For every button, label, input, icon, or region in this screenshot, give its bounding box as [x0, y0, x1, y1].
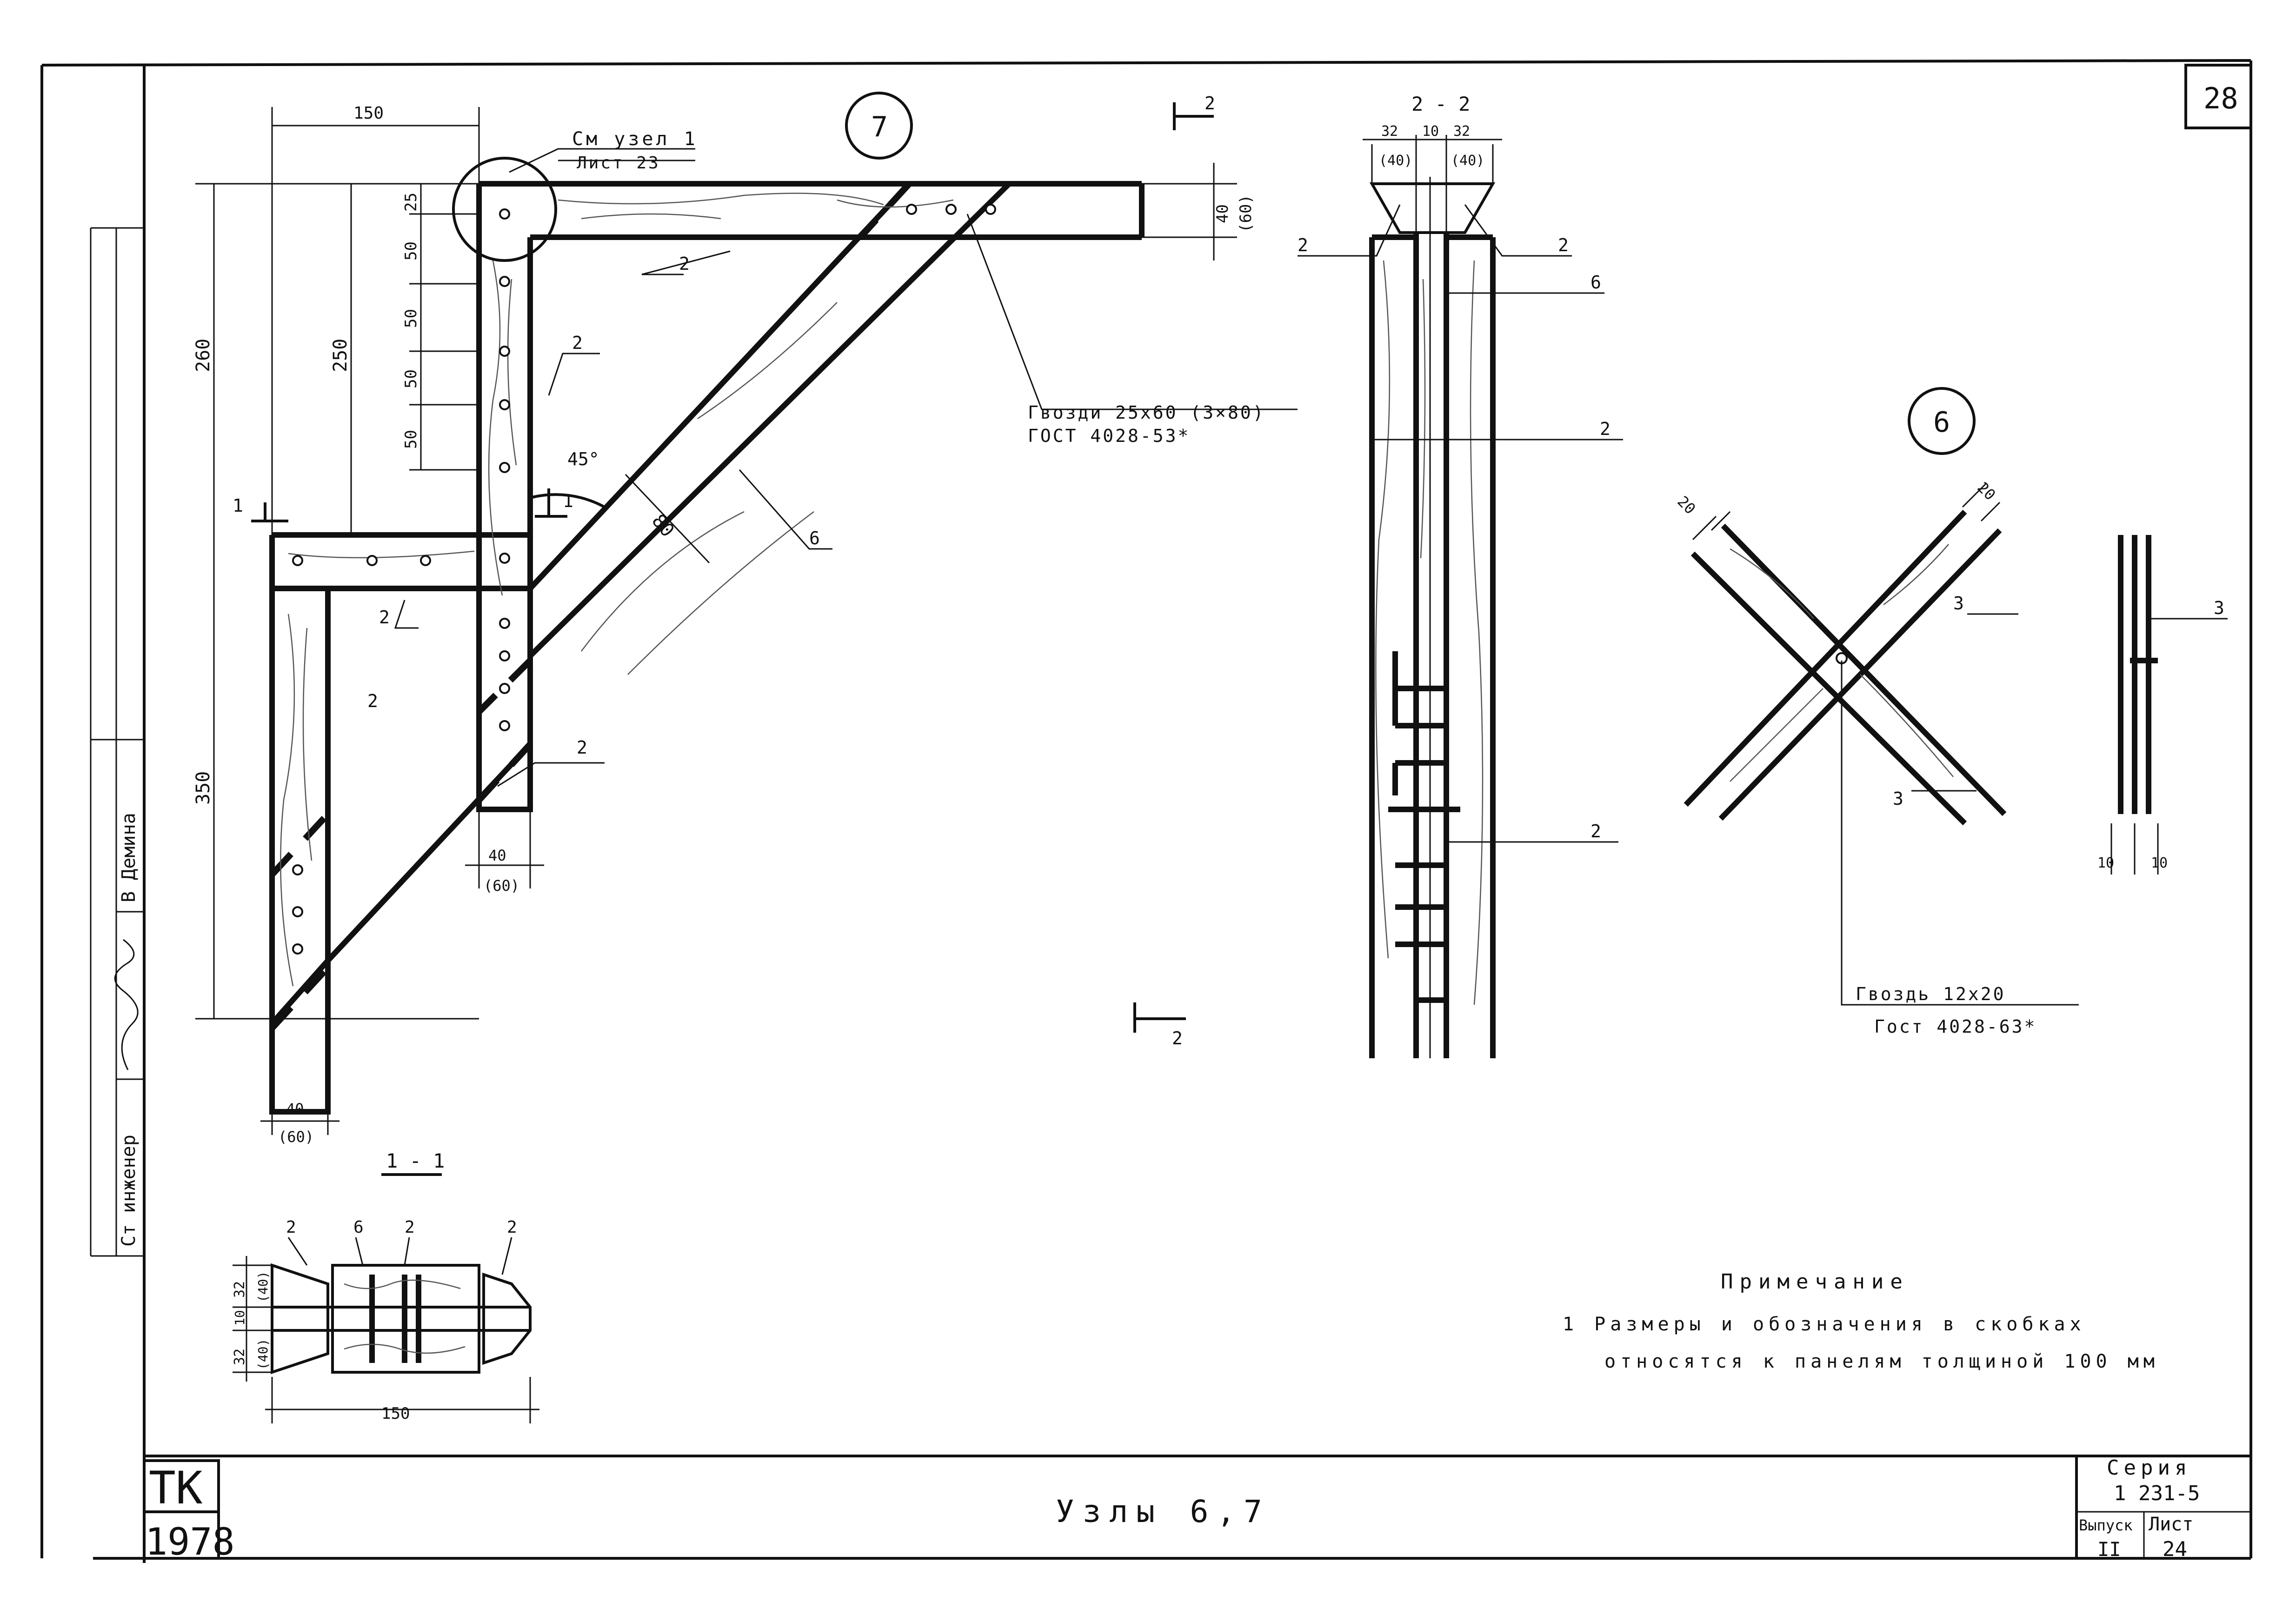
part-label-6: 6 [809, 528, 820, 548]
node-7-label: 7 [871, 111, 888, 143]
dim-260: 260 [193, 339, 214, 372]
cut-1-right: 1 [563, 491, 573, 511]
s22-p2-left: 2 [1298, 235, 1308, 255]
node-7-ref-line2: Лист 23 [577, 154, 660, 173]
s22-p2-right: 2 [1558, 235, 1569, 255]
s11-d150: 150 [381, 1404, 410, 1423]
node-6-p3a: 3 [1953, 593, 1964, 614]
issue-label: Выпуск [2079, 1516, 2133, 1534]
node-7-nails-line1: Гвозди 25х60 (3×80) [1028, 402, 1265, 423]
section-1-1-drawing [233, 1173, 539, 1423]
s22-d40a: (40) [1379, 153, 1412, 169]
stamp-year: 1978 [145, 1520, 235, 1563]
node-6-d20a: 20 [1674, 493, 1699, 518]
series-value: 1 231-5 [2114, 1482, 2200, 1505]
s22-d40b: (40) [1451, 153, 1484, 169]
s22-p6: 6 [1591, 272, 1601, 293]
note-title: Примечание [1721, 1270, 1909, 1294]
issue-value: II [2097, 1538, 2121, 1561]
nail-holes [292, 204, 996, 955]
note-line2: относятся к панелям толщиной 100 мм [1604, 1351, 2159, 1372]
section-1-1-title: 1 - 1 [386, 1149, 445, 1172]
part-label-2a: 2 [679, 254, 690, 274]
part-label-2b: 2 [572, 333, 583, 353]
node-6-nail-line2: Гост 4028-63* [1874, 1016, 2036, 1037]
dim-50d: 50 [402, 430, 420, 449]
side-name: В Демина [118, 813, 140, 902]
node-7-badge [845, 92, 913, 160]
node-7-drawing [195, 92, 1298, 1135]
node-6-d10a: 10 [2097, 855, 2114, 871]
s11-d32a: 32 [232, 1281, 248, 1298]
series-label: Серия [2107, 1456, 2191, 1480]
cut-2-top: 2 [1205, 93, 1215, 114]
node-7-angle: 45° [567, 449, 599, 469]
sheet-label: Лист [2149, 1514, 2193, 1535]
dim-40-post: 40 [286, 1100, 304, 1118]
dim-60-post: (60) [278, 1128, 314, 1146]
node-6-label: 6 [1933, 406, 1950, 439]
s11-p2b: 2 [405, 1218, 415, 1237]
node-6-p3b: 3 [1893, 788, 1903, 809]
section-2-2-drawing [1298, 135, 1623, 1058]
stamp-org: ТК [149, 1462, 203, 1514]
s11-d32b: 32 [232, 1349, 248, 1365]
node-7-nails-line2: ГОСТ 4028-53* [1028, 426, 1190, 446]
s11-p6: 6 [353, 1218, 364, 1237]
dim-150-top: 150 [353, 104, 384, 123]
dim-50a: 50 [402, 241, 420, 260]
dim-60-col: (60) [484, 877, 519, 895]
node-6-p3c: 3 [2214, 598, 2224, 618]
node-6-d10b: 10 [2151, 855, 2168, 871]
dim-25: 25 [402, 193, 420, 212]
part-label-2d: 2 [367, 691, 378, 711]
dim-40-col: 40 [488, 847, 506, 864]
section-2-2-title: 2 - 2 [1411, 93, 1470, 115]
node-6-nail-line1: Гвоздь 12х20 [1856, 984, 2006, 1004]
sheet-title: Узлы 6,7 [1056, 1494, 1271, 1529]
sheet-frame [40, 59, 2252, 1563]
signature-mark [114, 939, 139, 1070]
s11-d40a: (40) [255, 1271, 271, 1302]
node-7-ref-line1: См узел 1 [572, 128, 698, 150]
s11-p2a: 2 [286, 1218, 296, 1237]
part-label-2c: 2 [379, 607, 390, 628]
side-position: Ст инженер [118, 1135, 140, 1247]
sheet-value: 24 [2163, 1537, 2187, 1561]
page-number: 28 [2203, 81, 2238, 115]
s22-d32a: 32 [1381, 123, 1398, 140]
node-6-badge [1908, 387, 1976, 455]
part-label-2e: 2 [577, 737, 587, 758]
dim-40-right: 40 [1213, 204, 1232, 223]
dim-50b: 50 [402, 309, 420, 328]
s22-d10: 10 [1422, 123, 1439, 140]
s22-p2-low: 2 [1591, 821, 1601, 841]
dim-350: 350 [193, 771, 214, 805]
dim-250: 250 [330, 339, 351, 372]
s11-p2c: 2 [507, 1218, 517, 1237]
cut-2-bottom: 2 [1172, 1028, 1183, 1048]
node-6-drawing [1684, 387, 2228, 1006]
node-6-d20b: 20 [1974, 479, 1999, 504]
cut-1-left: 1 [233, 495, 243, 516]
dim-60-right: (60) [1237, 194, 1255, 233]
s22-p2-mid: 2 [1600, 419, 1611, 439]
note-line1: 1 Размеры и обозначения в скобках [1563, 1314, 2086, 1335]
dim-50c: 50 [402, 369, 420, 388]
s22-d32b: 32 [1453, 123, 1470, 140]
s11-d10: 10 [232, 1310, 247, 1326]
s11-d40b: (40) [255, 1339, 271, 1370]
